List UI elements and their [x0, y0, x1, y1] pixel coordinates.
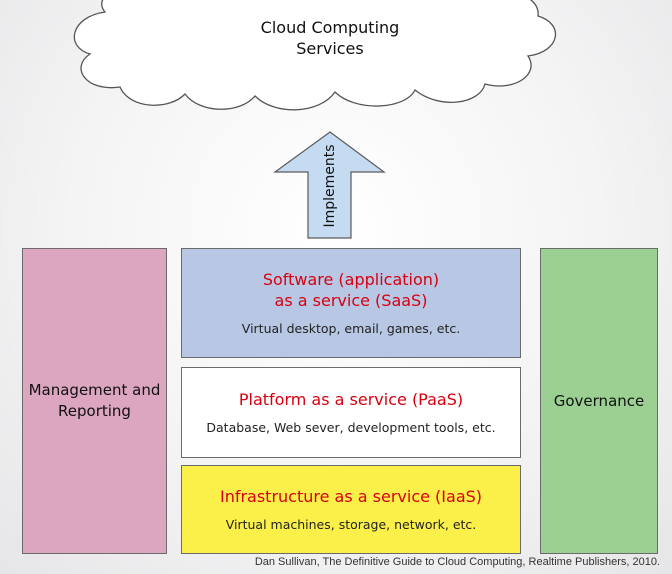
- iaas-title: Infrastructure as a service (IaaS): [219, 486, 483, 506]
- paas-description: Database, Web sever, development tools, …: [206, 419, 496, 435]
- iaas-description: Virtual machines, storage, network, etc.: [225, 516, 477, 532]
- citation: Dan Sullivan, The Definitive Guide to Cl…: [254, 556, 660, 568]
- paas-layer: Platform as a service (PaaS) Database, W…: [181, 367, 521, 458]
- saas-title: Software (application) as a service (Saa…: [263, 269, 439, 311]
- saas-title-line2: as a service (SaaS): [274, 290, 428, 310]
- saas-description: Virtual desktop, email, games, etc.: [241, 320, 461, 336]
- cloud-title-line2: Services: [296, 39, 364, 58]
- management-line1: Management and: [28, 381, 161, 399]
- governance-box: Governance: [540, 248, 658, 554]
- iaas-layer: Infrastructure as a service (IaaS) Virtu…: [181, 465, 521, 554]
- management-line2: Reporting: [58, 402, 131, 420]
- saas-title-line1: Software (application): [262, 269, 440, 289]
- implements-label: Implements: [322, 144, 338, 228]
- cloud-title: Cloud Computing Services: [230, 17, 430, 59]
- governance-label: Governance: [553, 391, 645, 410]
- cloud-shape: [73, 0, 557, 111]
- paas-title: Platform as a service (PaaS): [238, 389, 464, 409]
- implements-arrow: [273, 131, 386, 239]
- cloud-title-line1: Cloud Computing: [260, 18, 400, 37]
- management-reporting-box: Management and Reporting: [22, 248, 167, 554]
- saas-layer: Software (application) as a service (Saa…: [181, 248, 521, 358]
